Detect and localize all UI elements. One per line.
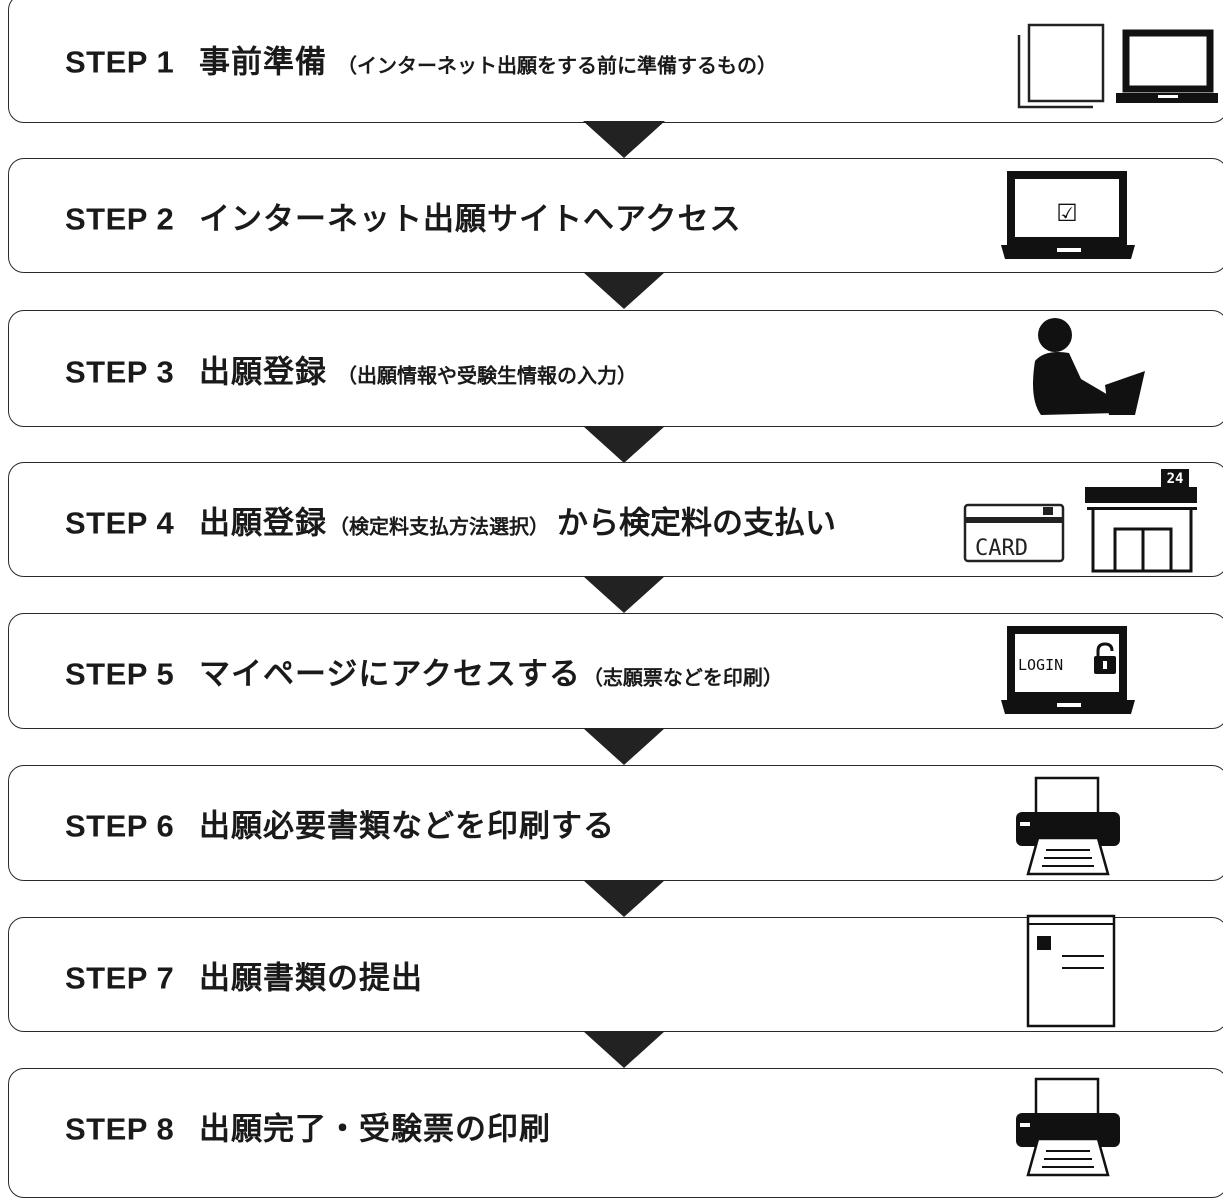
step-number: STEP 7: [65, 960, 175, 995]
step-note: （出願情報や受験生情報の入力）: [337, 363, 637, 387]
step-title: 事前準備: [199, 44, 327, 80]
flow-arrow: [583, 576, 665, 613]
step-title: 出願登録: [199, 354, 327, 390]
step-6-box: STEP 6 出願必要書類などを印刷する: [8, 765, 1223, 881]
printer-icon: [1016, 776, 1120, 876]
flow-arrow: [583, 1031, 665, 1068]
convenience-store-icon: 24: [1085, 469, 1197, 573]
laptop-checkbox-icon: ☑: [1001, 171, 1135, 259]
laptop-login-icon: LOGIN: [1001, 626, 1135, 714]
flow-arrow: [583, 880, 665, 917]
step-3-box: STEP 3 出願登録 （出願情報や受験生情報の入力）: [8, 310, 1223, 427]
step-number: STEP 5: [65, 656, 175, 692]
step-title: 出願必要書類などを印刷する: [199, 808, 615, 845]
step-number: STEP 1: [65, 44, 175, 79]
flow-arrow: [583, 272, 665, 309]
credit-card-icon: CARD: [963, 503, 1065, 563]
step-title: インターネット出願サイトへアクセス: [199, 201, 742, 237]
documents-laptop-icon: [1017, 23, 1218, 109]
step-number: STEP 4: [65, 505, 175, 540]
step-7-box: STEP 7 出願書類の提出: [8, 914, 1223, 1032]
step-number: STEP 2: [65, 201, 175, 236]
step-number: STEP 6: [65, 808, 175, 844]
step-2-box: STEP 2 インターネット出願サイトへアクセス ☑: [8, 158, 1223, 273]
flow-arrow: [583, 728, 665, 765]
step-title: 出願書類の提出: [199, 960, 423, 996]
flow-arrow: [583, 121, 665, 158]
step-8-box: STEP 8 出願完了・受験票の印刷: [8, 1068, 1223, 1198]
person-laptop-icon: [1033, 318, 1145, 415]
step-5-box: STEP 5 マイページにアクセスする （志願票などを印刷） LOGIN: [8, 613, 1223, 729]
card-label: CARD: [975, 536, 1028, 561]
step-title: 出願完了・受験票の印刷: [199, 1111, 551, 1148]
check-mark: ☑: [1057, 190, 1077, 230]
step-number: STEP 8: [65, 1111, 175, 1147]
store-hours: 24: [1167, 471, 1184, 487]
step-note: （検定料支払方法選択）: [329, 514, 549, 538]
step-note: （志願票などを印刷）: [582, 665, 783, 690]
step-tail: から検定料の支払い: [557, 505, 836, 541]
step-1-box: STEP 1 事前準備 （インターネット出願をする前に準備するもの）: [8, 0, 1223, 123]
printer-icon: [1016, 1077, 1120, 1177]
step-note: （インターネット出願をする前に準備するもの）: [337, 53, 777, 77]
step-4-box: STEP 4 出願登録 （検定料支払方法選択） から検定料の支払い CARD 2…: [8, 462, 1223, 577]
step-number: STEP 3: [65, 354, 175, 389]
flow-arrow: [583, 426, 665, 463]
step-title: 出願登録: [199, 505, 327, 541]
document-icon: [1026, 914, 1116, 1028]
step-title: マイページにアクセスする: [199, 656, 581, 693]
login-label: LOGIN: [1018, 656, 1063, 674]
